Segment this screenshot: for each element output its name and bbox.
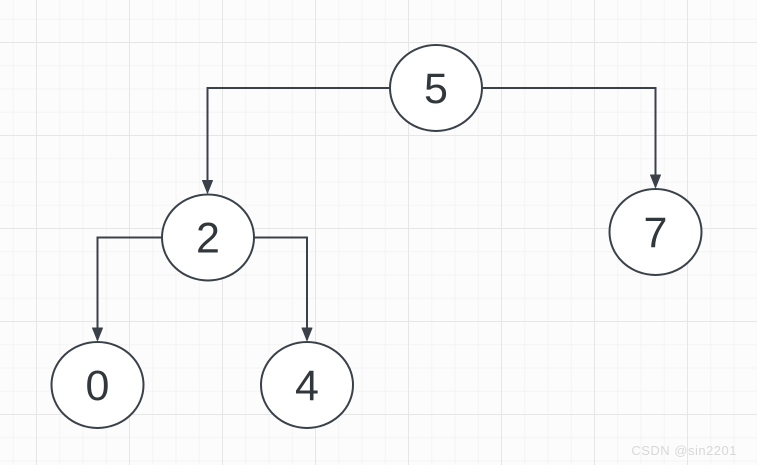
node-label-5: 5 xyxy=(424,65,448,113)
node-label-0: 0 xyxy=(86,362,110,410)
tree-node-5: 5 xyxy=(389,44,483,132)
tree-node-2: 2 xyxy=(161,193,255,282)
node-circle-0 xyxy=(50,341,145,429)
edge-5-to-2 xyxy=(202,87,390,194)
edge-2-to-4 xyxy=(254,236,313,341)
node-label-4: 4 xyxy=(295,362,319,410)
tree-node-4: 4 xyxy=(260,341,354,429)
node-circle-2 xyxy=(161,193,255,282)
node-circle-4 xyxy=(260,341,354,429)
tree-node-0: 0 xyxy=(50,341,145,429)
edge-2-to-0 xyxy=(92,236,162,341)
watermark: CSDN @sin2201 xyxy=(631,443,737,458)
node-circle-5 xyxy=(389,44,483,132)
node-label-7: 7 xyxy=(644,209,668,257)
tree-node-7: 7 xyxy=(608,188,703,276)
node-label-2: 2 xyxy=(196,215,220,263)
edge-5-to-7 xyxy=(482,87,661,188)
node-circle-7 xyxy=(608,188,703,276)
tree-edges xyxy=(92,87,661,341)
